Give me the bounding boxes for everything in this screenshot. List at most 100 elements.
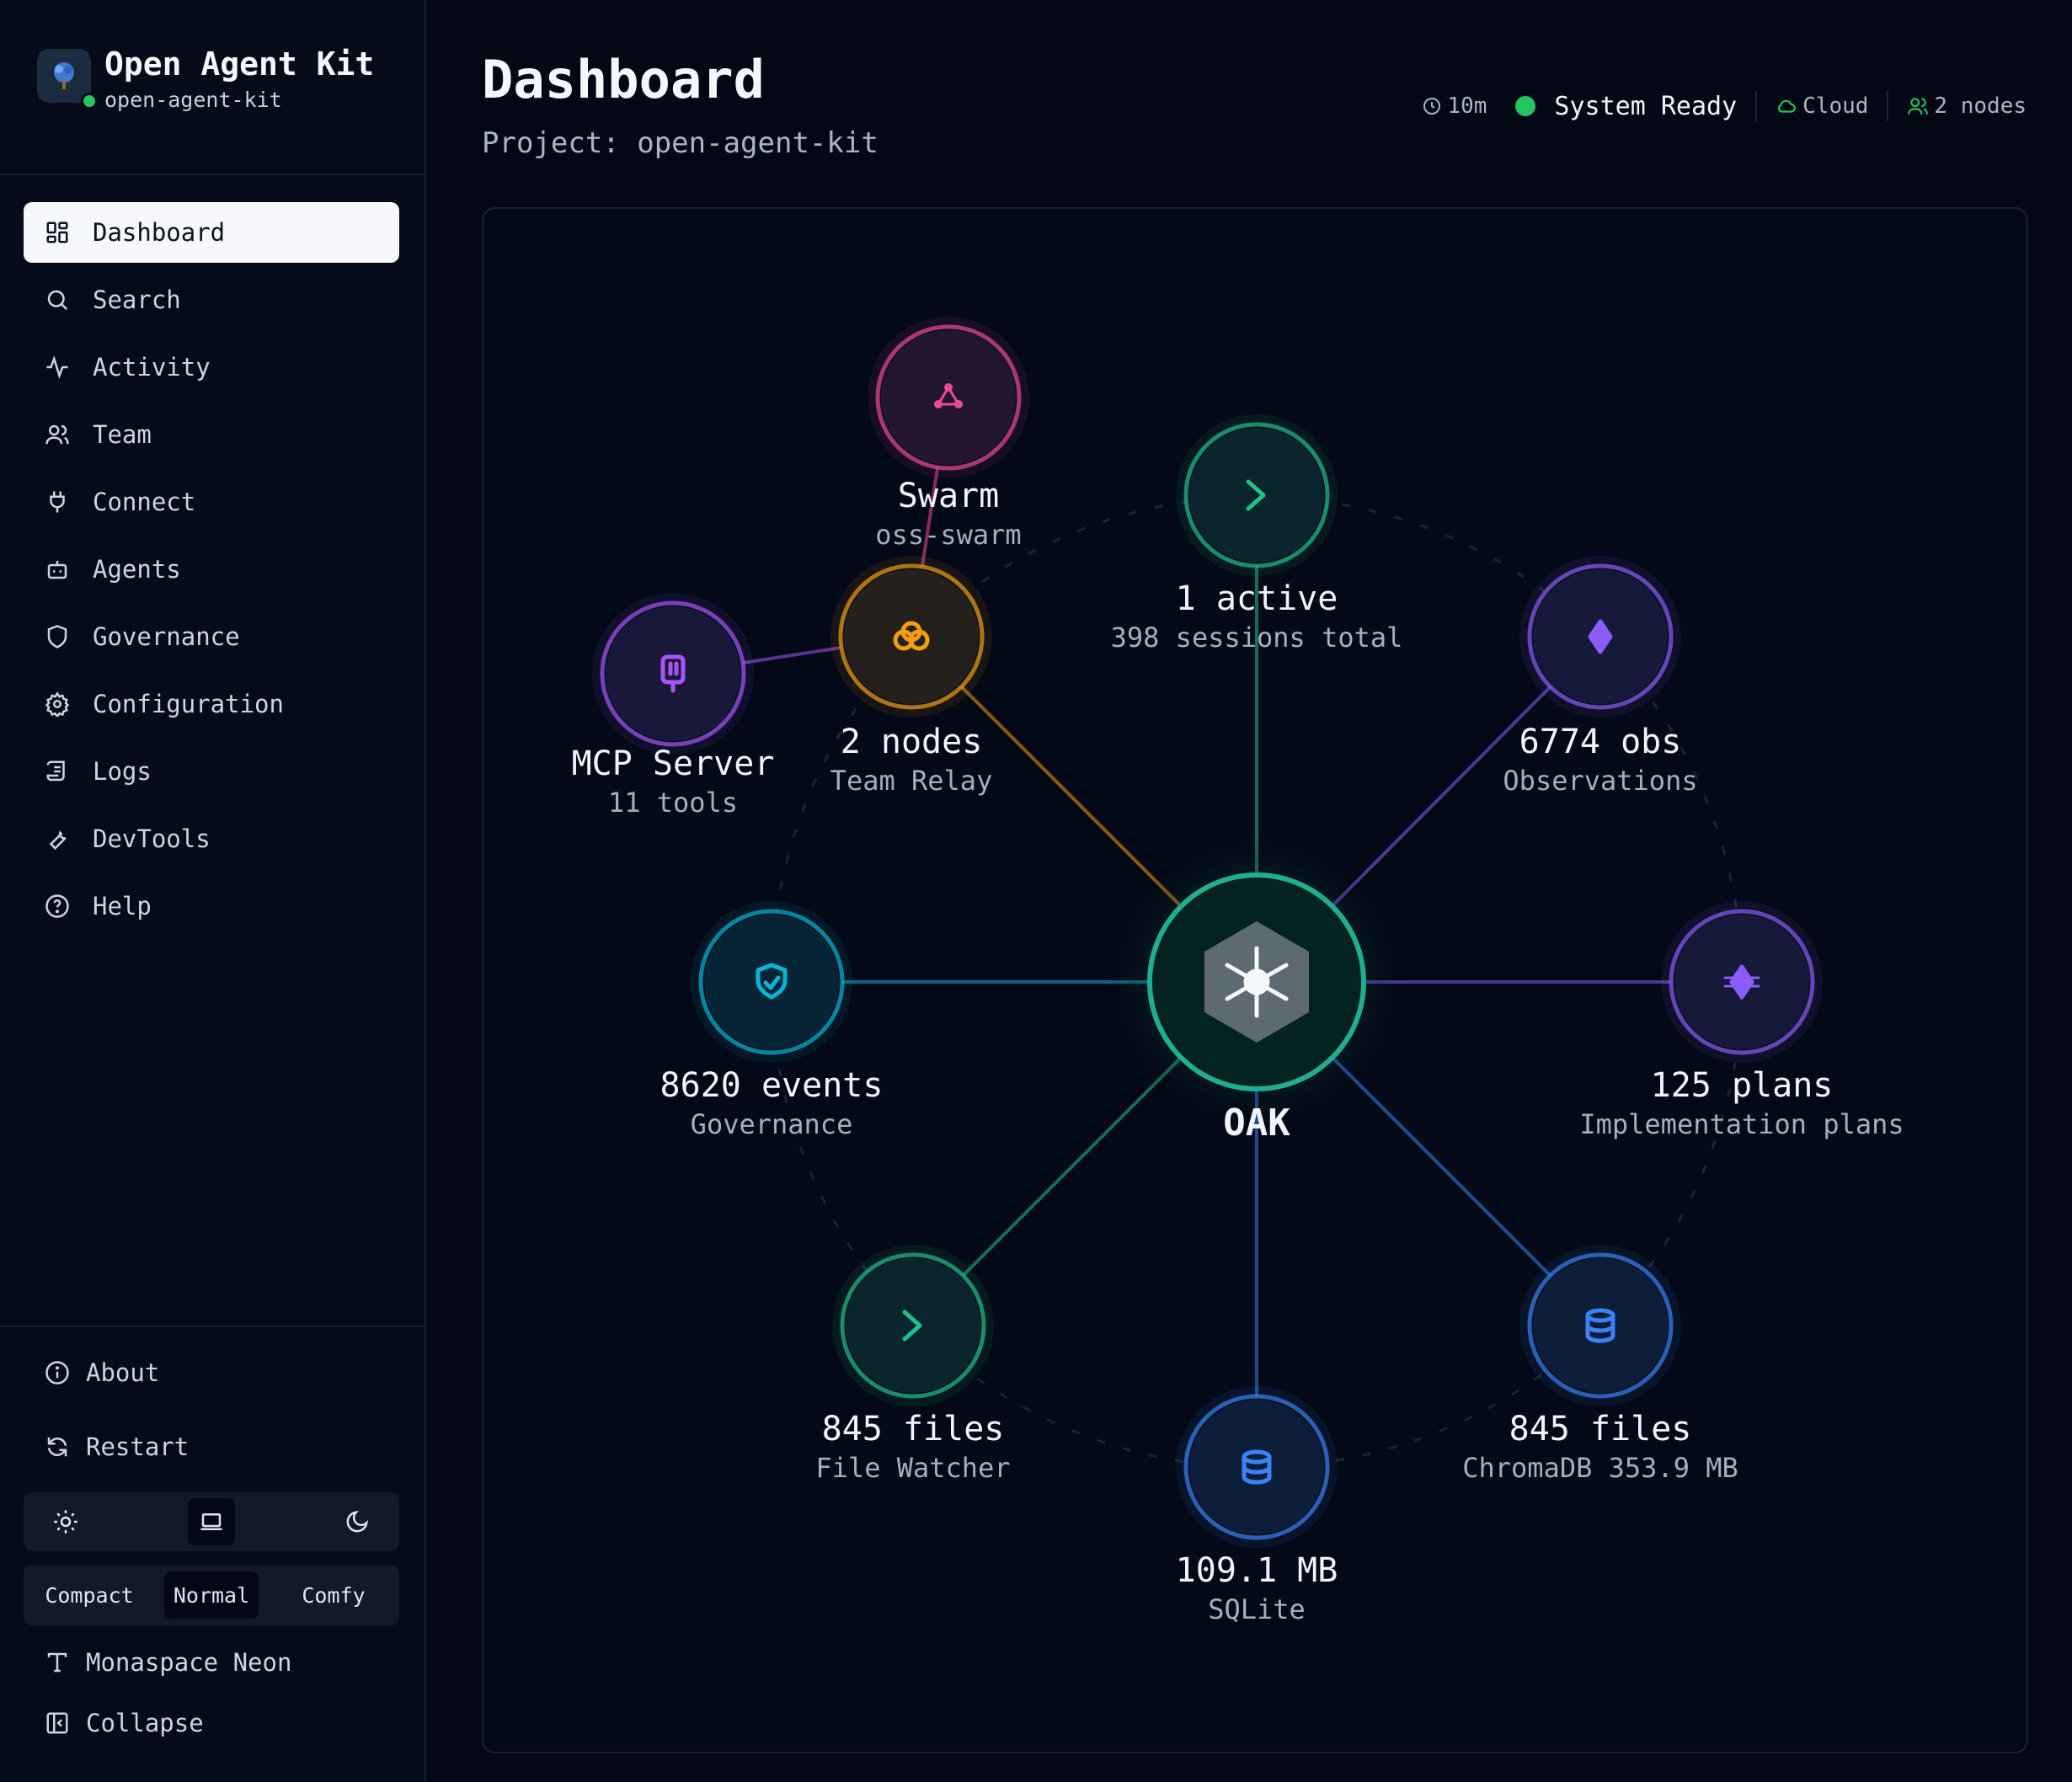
node-fill xyxy=(1189,1400,1324,1534)
graph-node-relay[interactable] xyxy=(830,556,992,718)
status-bar: 10m System Ready Cloud 2 nodes xyxy=(1422,91,2027,121)
restart-label: Restart xyxy=(86,1433,190,1461)
node-ring xyxy=(600,600,746,747)
sidebar-item-label: Team xyxy=(93,420,152,449)
node-fill xyxy=(846,1258,980,1393)
mcp-icon xyxy=(660,654,686,693)
density-comfy-button[interactable]: Comfy xyxy=(302,1582,366,1608)
users-icon xyxy=(44,421,71,448)
status-dot xyxy=(1515,96,1536,116)
system-status: System Ready xyxy=(1554,91,1738,121)
density-normal-button[interactable]: Normal xyxy=(164,1571,259,1619)
project-name: open-agent-kit xyxy=(104,88,282,112)
restart-button[interactable]: Restart xyxy=(24,1422,399,1472)
node-fill xyxy=(1533,1258,1668,1393)
sun-icon xyxy=(54,1510,77,1534)
node-subtitle: ChromaDB 353.9 MB xyxy=(1462,1452,1738,1484)
sidebar-item-label: Connect xyxy=(93,488,196,516)
graph-node-governance[interactable] xyxy=(691,901,852,1063)
graph-node-mcp[interactable] xyxy=(592,593,754,755)
font-selector[interactable]: Monaspace Neon xyxy=(24,1632,399,1693)
diamond-icon xyxy=(1588,619,1613,654)
sidebar-item-label: Dashboard xyxy=(93,218,226,247)
node-ring xyxy=(875,324,1022,471)
sidebar-item-connect[interactable]: Connect xyxy=(24,472,399,532)
node-subtitle: 398 sessions total xyxy=(1110,622,1403,654)
laptop-icon xyxy=(200,1513,222,1530)
wrench-icon xyxy=(44,825,71,852)
app-logo-icon xyxy=(37,49,91,103)
sidebar-item-label: Governance xyxy=(93,622,240,651)
node-value: 845 files xyxy=(1509,1410,1692,1449)
node-subtitle: File Watcher xyxy=(815,1452,1011,1484)
sidebar-footer: About Restart Compact Normal Comfy Monas… xyxy=(24,1347,399,1753)
app-title: Open Agent Kit xyxy=(104,45,375,83)
network-icon xyxy=(934,383,963,408)
node-value: 8620 events xyxy=(660,1066,884,1105)
nodes-status[interactable]: 2 nodes xyxy=(1907,93,2027,119)
theme-system-button[interactable] xyxy=(188,1498,235,1545)
uptime: 10m xyxy=(1422,93,1487,119)
theme-light-button[interactable] xyxy=(42,1498,89,1545)
sidebar-item-agents[interactable]: Agents xyxy=(24,539,399,600)
theme-dark-button[interactable] xyxy=(334,1498,381,1545)
sidebar-item-configuration[interactable]: Configuration xyxy=(24,674,399,734)
plug-icon xyxy=(44,488,71,515)
node-fill xyxy=(704,915,839,1049)
graph-node-plans[interactable] xyxy=(1661,901,1823,1063)
graph-node-sessions[interactable] xyxy=(1176,414,1338,576)
oak-core-node[interactable] xyxy=(1105,830,1408,1134)
node-ring xyxy=(840,1252,986,1399)
cloud-icon xyxy=(1778,99,1796,113)
graph-node-observations[interactable] xyxy=(1519,556,1681,718)
graph-node-sqlite[interactable] xyxy=(1176,1386,1338,1548)
sidebar-item-help[interactable]: Help xyxy=(24,876,399,936)
sidebar-item-governance[interactable]: Governance xyxy=(24,606,399,667)
density-switcher: Compact Normal Comfy xyxy=(24,1565,399,1625)
sidebar-item-activity[interactable]: Activity xyxy=(24,337,399,397)
sidebar-item-team[interactable]: Team xyxy=(24,404,399,465)
sidebar-item-label: Help xyxy=(93,892,152,920)
node-ring xyxy=(698,909,845,1055)
scroll-icon xyxy=(44,758,71,785)
about-label: About xyxy=(86,1358,160,1387)
brand[interactable]: Open Agent Kit open-agent-kit xyxy=(37,45,408,113)
terminal-icon xyxy=(1246,479,1266,511)
sidebar-item-logs[interactable]: Logs xyxy=(24,741,399,802)
node-subtitle: Governance xyxy=(690,1108,853,1140)
sidebar-item-label: Configuration xyxy=(93,690,284,718)
density-compact-button[interactable]: Compact xyxy=(45,1582,134,1608)
sidebar-item-label: Agents xyxy=(93,555,181,584)
moon-icon xyxy=(346,1511,368,1533)
node-subtitle: Observations xyxy=(1503,765,1698,797)
graph-node-watcher[interactable] xyxy=(832,1245,994,1406)
node-fill xyxy=(881,330,1016,465)
font-label: Monaspace Neon xyxy=(86,1648,292,1677)
center-label: OAK xyxy=(1223,1102,1290,1144)
collapse-button[interactable]: Collapse xyxy=(24,1693,399,1753)
divider xyxy=(0,1326,426,1327)
node-ring xyxy=(1527,1252,1674,1399)
sidebar-nav: Dashboard Search Activity Team Connect A… xyxy=(24,202,399,943)
oak-label: OAK xyxy=(1223,1102,1290,1144)
sidebar-item-dashboard[interactable]: Dashboard xyxy=(24,202,399,263)
shield-check-icon xyxy=(756,963,788,1000)
graph-node-swarm[interactable] xyxy=(868,317,1029,478)
graph-node-chromadb[interactable] xyxy=(1519,1245,1681,1406)
search-icon xyxy=(44,286,71,313)
online-status-dot xyxy=(81,93,98,109)
refresh-icon xyxy=(44,1433,71,1460)
node-value: Swarm xyxy=(897,477,1000,515)
sidebar-item-search[interactable]: Search xyxy=(24,269,399,330)
node-value: 125 plans xyxy=(1650,1066,1834,1105)
sidebar-item-devtools[interactable]: DevTools xyxy=(24,808,399,869)
database-icon xyxy=(1585,1308,1615,1343)
cloud-status[interactable]: Cloud xyxy=(1776,93,1868,119)
about-button[interactable]: About xyxy=(24,1347,399,1398)
